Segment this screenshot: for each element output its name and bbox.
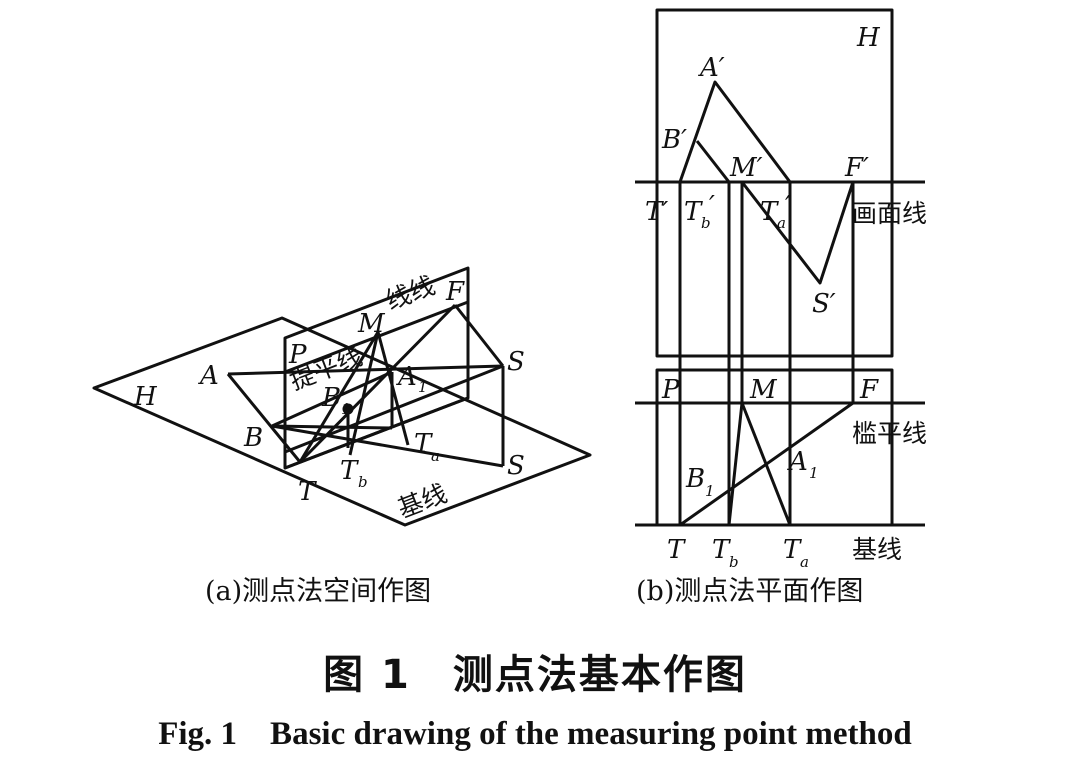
- figure-title-en: Fig. 1 Basic drawing of the measuring po…: [158, 716, 912, 752]
- line-b-to-a1: [271, 370, 393, 428]
- label-tb-prime: T: [684, 197, 703, 227]
- label-t-b: T: [667, 535, 686, 565]
- ground-plane-h: [92, 316, 592, 527]
- perspective-outline: [678, 80, 792, 183]
- base-line-a: [284, 396, 469, 470]
- line-plane-ground-trace: [284, 364, 504, 454]
- label-tb-b-sub: b: [729, 553, 739, 571]
- plan-line-m-to-ta: [740, 402, 792, 526]
- caption-a: (a)测点法空间作图: [205, 576, 431, 607]
- line-b-to-s: [271, 424, 504, 468]
- label-point-m: M: [357, 309, 386, 339]
- label-point-a: A: [198, 361, 219, 391]
- line-a-to-s: [227, 364, 504, 376]
- label-a1-b: A: [787, 447, 808, 477]
- label-point-a1: A: [396, 362, 417, 392]
- perspective-ms-line: [740, 181, 855, 285]
- label-picture-line: 画面线: [852, 199, 927, 228]
- plan-line-m-to-tb: [727, 402, 744, 526]
- label-a1-b-sub: 1: [809, 464, 819, 482]
- label-tb-prime-sub: b: [701, 214, 711, 232]
- label-point-b: B: [243, 423, 263, 453]
- label-point-p: P: [288, 340, 307, 370]
- label-ta-prime: T: [760, 197, 779, 227]
- label-b-prime: B′: [661, 125, 687, 155]
- figure-title-cn: 图 1 测点法基本作图: [323, 652, 747, 698]
- label-point-s-bottom: S: [507, 451, 525, 481]
- line-m-to-tb: [348, 331, 380, 456]
- label-point-f: F: [445, 277, 465, 307]
- label-point-tb-sub: b: [358, 473, 368, 491]
- label-point-a1-sub: 1: [418, 378, 428, 396]
- label-point-b1: B: [321, 383, 341, 413]
- label-point-ta: T: [414, 429, 433, 459]
- label-point-s-top: S: [507, 347, 525, 377]
- label-point-b1-sub: 1: [341, 400, 351, 418]
- label-point-tb: T: [340, 456, 359, 486]
- label-m-prime: M′: [729, 153, 763, 183]
- label-line-top: 线线: [382, 271, 439, 316]
- label-s-prime: S′: [812, 289, 836, 319]
- label-point-t: T: [298, 477, 317, 507]
- label-ta-b: T: [783, 535, 802, 565]
- line-a1-b: [271, 424, 393, 430]
- label-point-ta-sub: a: [431, 447, 440, 465]
- label-t-prime: T′: [645, 197, 668, 227]
- label-ta-prime-mark: ′: [785, 191, 791, 221]
- label-h-a: H: [133, 382, 158, 412]
- label-a-prime: A′: [698, 53, 725, 83]
- label-horizon-line-b: 槛平线: [852, 419, 927, 448]
- point-b1-mark: [342, 403, 354, 415]
- label-m-b: M: [749, 375, 778, 405]
- panel-b-diagram: [635, 8, 925, 527]
- label-tb-b: T: [712, 535, 731, 565]
- label-base-line-b: 基线: [852, 535, 902, 564]
- label-f-b: F: [859, 375, 879, 405]
- label-h-b: H: [856, 23, 881, 53]
- label-f-prime: F′: [844, 153, 869, 183]
- panel-b-labels: H A′ B′ M′ F′ T′ T b ′ T a ′ S′ 画面线 P M …: [636, 23, 927, 607]
- label-ta-b-sub: a: [800, 553, 809, 571]
- label-b1-b-sub: 1: [705, 482, 715, 500]
- line-a-to-t: [226, 373, 302, 463]
- perspective-inner: [695, 140, 731, 183]
- panel-a-diagram: [92, 266, 592, 527]
- label-p-b: P: [661, 375, 680, 405]
- caption-b: (b)测点法平面作图: [636, 576, 863, 607]
- line-f-to-s: [453, 304, 505, 367]
- label-ta-prime-sub: a: [777, 214, 786, 232]
- label-tb-prime-mark: ′: [709, 191, 715, 221]
- label-b1-b: B: [685, 464, 705, 494]
